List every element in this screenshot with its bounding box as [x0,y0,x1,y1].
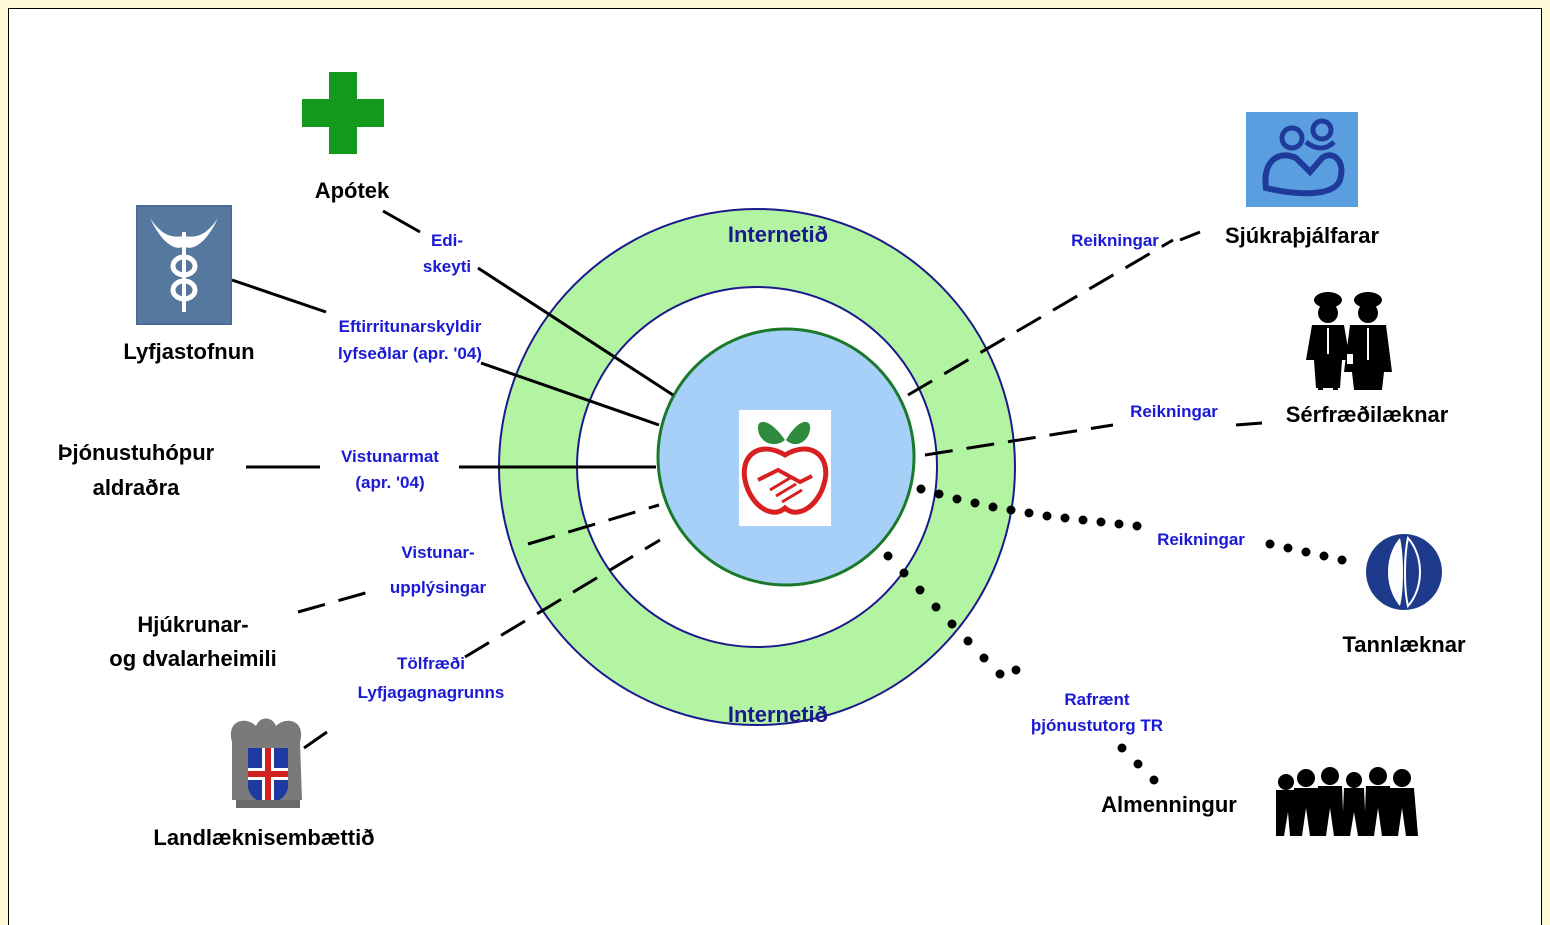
label-tolfraedi-line1: Tölfræði [397,654,465,673]
label-vistunarmat-line2: (apr. '04) [355,473,424,492]
connector-lyfjastofnun-lower [480,361,660,427]
green-cross-icon [302,72,384,154]
label-tannlaeknar: Tannlæknar [1342,632,1466,657]
connector-apotek-lower [477,266,674,397]
dashed-connectors [297,230,1263,750]
apple-handshake-logo-icon [739,410,831,526]
label-vistunarupp-line2: upplýsingar [390,578,487,597]
dental-logo-icon [1366,534,1442,610]
connector-serfr-right [1235,421,1263,427]
physiotherapy-logo-icon [1246,112,1358,207]
label-vistunarupp-line1: Vistunar- [401,543,474,562]
connector-hjukrunar-left [297,588,377,614]
connector-hjukrunar-right [527,503,660,546]
label-reikningar-serfr: Reikningar [1130,402,1218,421]
dotted-connectors [883,484,1347,785]
label-rafraent-line1: Rafrænt [1064,690,1130,709]
connector-sjukra-left [907,238,1174,397]
people-silhouettes-icon [1276,767,1418,836]
connector-apotek-upper [382,209,421,234]
doctors-icon [1306,292,1392,390]
connector-landlaeknir-right [464,538,661,659]
label-edi-line2: skeyti [423,257,471,276]
solid-connectors [231,209,674,469]
caduceus-icon [136,205,232,325]
label-tolfraedi-line2: Lyfjagagnagrunns [358,683,505,702]
label-apotek: Apótek [315,178,390,203]
label-thjonustuhopur-line2: aldraðra [93,475,181,500]
connector-sjukra-right [1179,230,1201,242]
internet-label-top: Internetið [728,222,828,247]
label-eftirrit-line1: Eftirritunarskyldir [339,317,482,336]
label-serfraedilaeknar: Sérfræðilæknar [1286,402,1449,427]
label-reikningar-tann: Reikningar [1157,530,1245,549]
label-hjukrunar-line2: og dvalarheimili [109,646,277,671]
label-almenningur: Almenningur [1101,792,1237,817]
label-rafraent-line2: þjónustutorg TR [1031,716,1163,735]
label-edi-line1: Edi- [431,231,463,250]
label-thjonustuhopur-line1: Þjónustuhópur [58,440,215,465]
label-eftirrit-line2: lyfseðlar (apr. '04) [338,344,482,363]
connector-serfr-left [924,423,1114,457]
connector-landlaeknir-left [303,723,338,750]
label-sjukrathjalfarar: Sjúkraþjálfarar [1225,223,1380,248]
label-vistunarmat-line1: Vistunarmat [341,447,439,466]
internet-label-bottom: Internetið [728,702,828,727]
label-reikningar-sjukra: Reikningar [1071,231,1159,250]
connector-lyfjastofnun-upper [231,278,327,314]
coat-of-arms-icon [230,718,302,808]
label-landlaeknir: Landlæknisembættið [153,825,374,850]
label-lyfjastofnun: Lyfjastofnun [123,339,254,364]
label-hjukrunar-line1: Hjúkrunar- [137,612,248,637]
